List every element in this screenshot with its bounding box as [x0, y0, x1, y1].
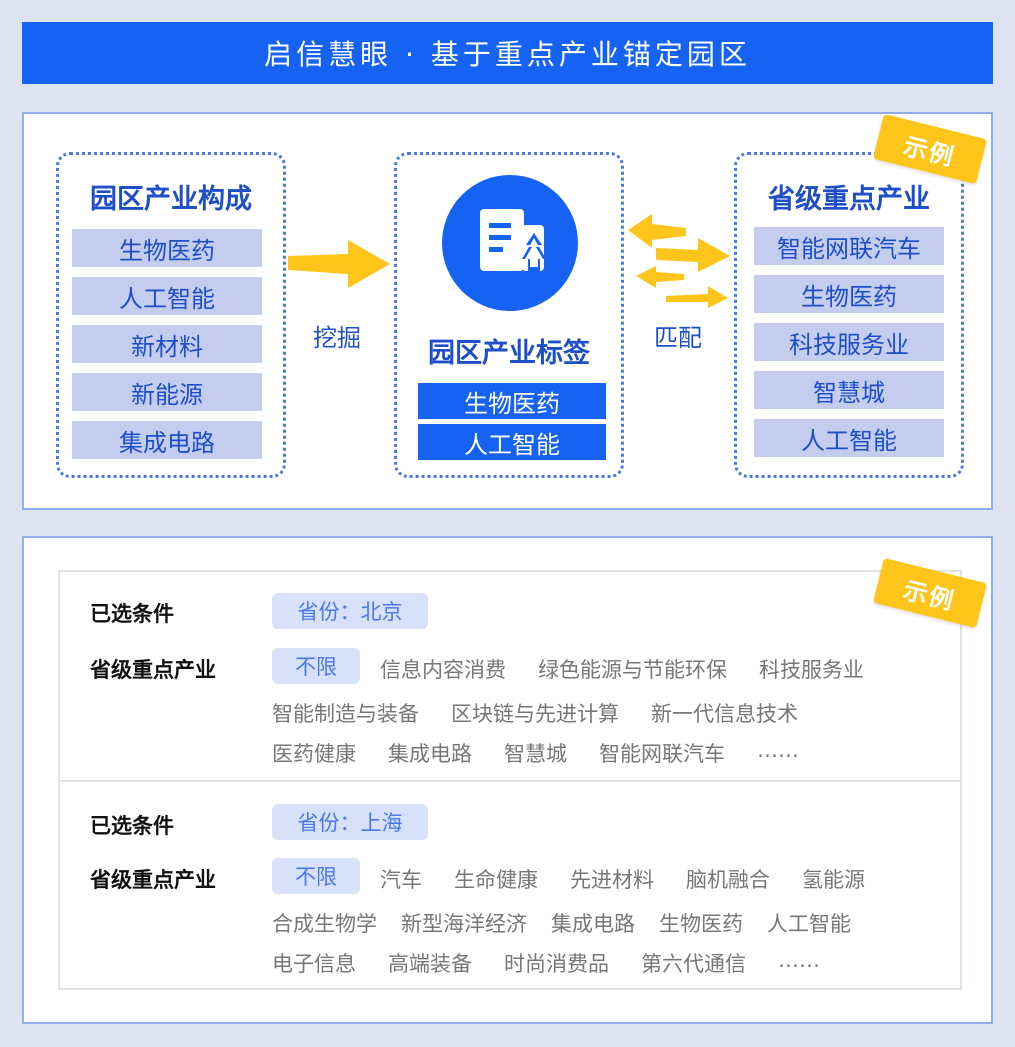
industry-options-line: 医药健康 集成电路 智慧城 智能网联汽车 …… [272, 738, 831, 768]
industry-option[interactable]: 新一代信息技术 [651, 702, 798, 726]
industry-flow-panel: 园区产业构成 生物医药 人工智能 新材料 新能源 集成电路 挖掘 园区产业标签 [22, 112, 993, 510]
park-tag-title: 园区产业标签 [428, 338, 590, 369]
industry-option[interactable]: 智慧城 [504, 742, 567, 766]
industry-option[interactable]: 集成电路 [388, 742, 472, 766]
industry-option[interactable]: 智能网联汽车 [599, 742, 725, 766]
selected-conditions-label: 已选条件 [90, 602, 174, 626]
province-industry-tag: 智能网联汽车 [754, 227, 944, 265]
park-industry-tag: 生物医药 [72, 229, 262, 267]
park-tag-box: 园区产业标签 生物医药 人工智能 [394, 152, 624, 478]
industry-option[interactable]: 区块链与先进计算 [451, 702, 619, 726]
industry-option[interactable]: 脑机融合 [686, 868, 770, 892]
province-industry-list: 智能网联汽车 生物医药 科技服务业 智慧城 人工智能 [754, 227, 944, 457]
park-tag: 人工智能 [418, 424, 606, 460]
province-industry-box: 省级重点产业 智能网联汽车 生物医药 科技服务业 智慧城 人工智能 [734, 152, 964, 478]
more-options[interactable]: …… [757, 738, 799, 762]
province-industry-tag: 生物医药 [754, 275, 944, 313]
park-industry-tag: 集成电路 [72, 421, 262, 459]
industry-option[interactable]: 集成电路 [551, 912, 635, 936]
industry-option[interactable]: 电子信息 [272, 952, 356, 976]
industry-option[interactable]: 先进材料 [570, 868, 654, 892]
industry-options-line: 合成生物学 新型海洋经济 集成电路 生物医药 人工智能 [272, 908, 851, 938]
province-chip[interactable]: 省份：北京 [272, 593, 428, 629]
industry-option[interactable]: 氢能源 [802, 868, 865, 892]
province-industry-tag: 人工智能 [754, 419, 944, 457]
industry-option[interactable]: 第六代通信 [641, 952, 746, 976]
province-industry-tag: 智慧城 [754, 371, 944, 409]
industry-options-line: 信息内容消费 绿色能源与节能环保 科技服务业 [380, 654, 896, 684]
industry-option[interactable]: 医药健康 [272, 742, 356, 766]
page-title: 启信慧眼 · 基于重点产业锚定园区 [22, 22, 993, 84]
industry-option[interactable]: 新型海洋经济 [401, 912, 527, 936]
industry-option[interactable]: 汽车 [380, 868, 422, 892]
park-industry-title: 园区产业构成 [90, 184, 252, 215]
industry-option[interactable]: 信息内容消费 [380, 658, 506, 682]
park-industry-tag: 新材料 [72, 325, 262, 363]
province-chip[interactable]: 省份：上海 [272, 804, 428, 840]
matching-label: 匹配 [654, 324, 702, 352]
province-industry-title: 省级重点产业 [768, 184, 930, 215]
mining-arrow-icon [288, 240, 390, 288]
building-icon [442, 175, 578, 311]
industry-option[interactable]: 科技服务业 [759, 658, 864, 682]
industry-options-line: 智能制造与装备 区块链与先进计算 新一代信息技术 [272, 698, 830, 728]
park-industry-box: 园区产业构成 生物医药 人工智能 新材料 新能源 集成电路 [56, 152, 286, 478]
matching-arrows-icon [628, 214, 730, 308]
selected-conditions-label: 已选条件 [90, 814, 174, 838]
industry-option[interactable]: 智能制造与装备 [272, 702, 419, 726]
industry-option[interactable]: 时尚消费品 [504, 952, 609, 976]
park-tag-list: 生物医药 人工智能 [418, 383, 606, 460]
province-industry-tag: 科技服务业 [754, 323, 944, 361]
filter-card: 已选条件 省份：北京 省级重点产业 不限 信息内容消费 绿色能源与节能环保 科技… [58, 570, 962, 990]
industry-options-line: 汽车 生命健康 先进材料 脑机融合 氢能源 [380, 864, 897, 894]
industry-option[interactable]: 生命健康 [454, 868, 538, 892]
industry-option[interactable]: 合成生物学 [272, 912, 377, 936]
province-industry-label: 省级重点产业 [90, 868, 216, 892]
park-industry-tag: 新能源 [72, 373, 262, 411]
industry-option[interactable]: 人工智能 [767, 912, 851, 936]
park-tag: 生物医药 [418, 383, 606, 419]
park-industry-tag: 人工智能 [72, 277, 262, 315]
mining-label: 挖掘 [313, 324, 361, 352]
industry-option[interactable]: 生物医药 [659, 912, 743, 936]
unlimited-option[interactable]: 不限 [272, 648, 360, 684]
province-industry-label: 省级重点产业 [90, 658, 216, 682]
group-divider [60, 780, 960, 782]
more-options[interactable]: …… [778, 948, 820, 972]
park-industry-list: 生物医药 人工智能 新材料 新能源 集成电路 [72, 229, 262, 459]
filter-example-panel: 已选条件 省份：北京 省级重点产业 不限 信息内容消费 绿色能源与节能环保 科技… [22, 536, 993, 1024]
industry-option[interactable]: 绿色能源与节能环保 [538, 658, 727, 682]
industry-option[interactable]: 高端装备 [388, 952, 472, 976]
industry-options-line: 电子信息 高端装备 时尚消费品 第六代通信 …… [272, 948, 852, 978]
unlimited-option[interactable]: 不限 [272, 858, 360, 894]
